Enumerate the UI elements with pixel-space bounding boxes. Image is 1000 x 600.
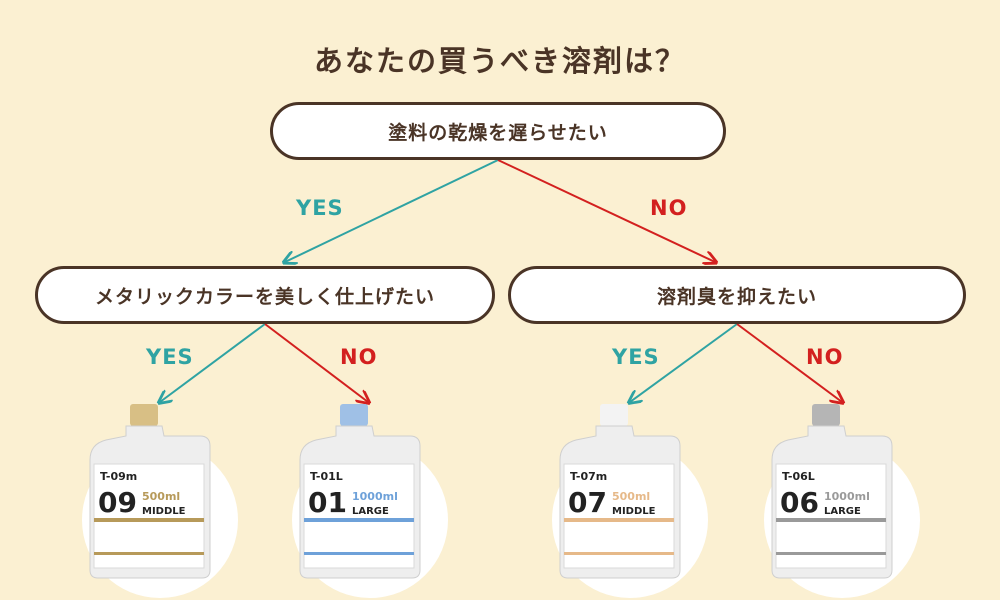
product-volume: 1000ml bbox=[352, 490, 398, 503]
product-number: 06 bbox=[780, 486, 819, 519]
bottle-label bbox=[775, 463, 887, 569]
question-node-root: 塗料の乾燥を遅らせたい bbox=[270, 102, 726, 160]
product-bottle-06: T-06L 06 1000ml LARGE bbox=[762, 400, 922, 600]
page-title: あなたの買うべき溶剤は？ bbox=[313, 44, 686, 78]
product-code: T-01L bbox=[310, 470, 343, 483]
bottle-cap bbox=[340, 404, 368, 426]
product-size: MIDDLE bbox=[142, 506, 186, 517]
label-accent-bottom bbox=[304, 552, 414, 555]
label-accent bbox=[564, 518, 674, 522]
label-accent bbox=[304, 518, 414, 522]
product-volume: 1000ml bbox=[824, 490, 870, 503]
product-code: T-09m bbox=[100, 470, 137, 483]
arrow-root-yes bbox=[285, 159, 499, 262]
edge-label-root-yes: YES bbox=[296, 196, 344, 220]
edge-label-metallic-no: NO bbox=[340, 345, 378, 369]
product-size: MIDDLE bbox=[612, 506, 656, 517]
arrow-left-no bbox=[264, 323, 368, 402]
product-size: LARGE bbox=[824, 506, 861, 517]
label-accent-bottom bbox=[776, 552, 886, 555]
product-number: 01 bbox=[308, 486, 347, 519]
arrow-root-no bbox=[497, 159, 715, 262]
product-bottle-09: T-09m 09 500ml MIDDLE bbox=[80, 400, 240, 600]
label-accent bbox=[94, 518, 204, 522]
question-node-metallic: メタリックカラーを美しく仕上げたい bbox=[35, 266, 495, 324]
question-node-odor: 溶剤臭を抑えたい bbox=[508, 266, 966, 324]
arrow-right-yes bbox=[630, 323, 738, 402]
label-accent bbox=[776, 518, 886, 522]
arrow-left-yes bbox=[160, 323, 266, 402]
product-code: T-07m bbox=[570, 470, 607, 483]
bottle-label bbox=[93, 463, 205, 569]
edge-label-root-no: NO bbox=[650, 196, 688, 220]
product-code: T-06L bbox=[782, 470, 815, 483]
product-volume: 500ml bbox=[142, 490, 180, 503]
edge-label-odor-no: NO bbox=[806, 345, 844, 369]
bottle-cap bbox=[600, 404, 628, 426]
product-size: LARGE bbox=[352, 506, 389, 517]
label-accent-bottom bbox=[564, 552, 674, 555]
bottle-label bbox=[563, 463, 675, 569]
product-bottle-01: T-01L 01 1000ml LARGE bbox=[290, 400, 450, 600]
product-volume: 500ml bbox=[612, 490, 650, 503]
bottle-label bbox=[303, 463, 415, 569]
product-number: 07 bbox=[568, 486, 607, 519]
label-accent-bottom bbox=[94, 552, 204, 555]
bottle-cap bbox=[812, 404, 840, 426]
product-bottle-07: T-07m 07 500ml MIDDLE bbox=[550, 400, 710, 600]
arrow-right-no bbox=[736, 323, 842, 402]
bottle-cap bbox=[130, 404, 158, 426]
edge-label-metallic-yes: YES bbox=[146, 345, 194, 369]
edge-label-odor-yes: YES bbox=[612, 345, 660, 369]
product-number: 09 bbox=[98, 486, 137, 519]
